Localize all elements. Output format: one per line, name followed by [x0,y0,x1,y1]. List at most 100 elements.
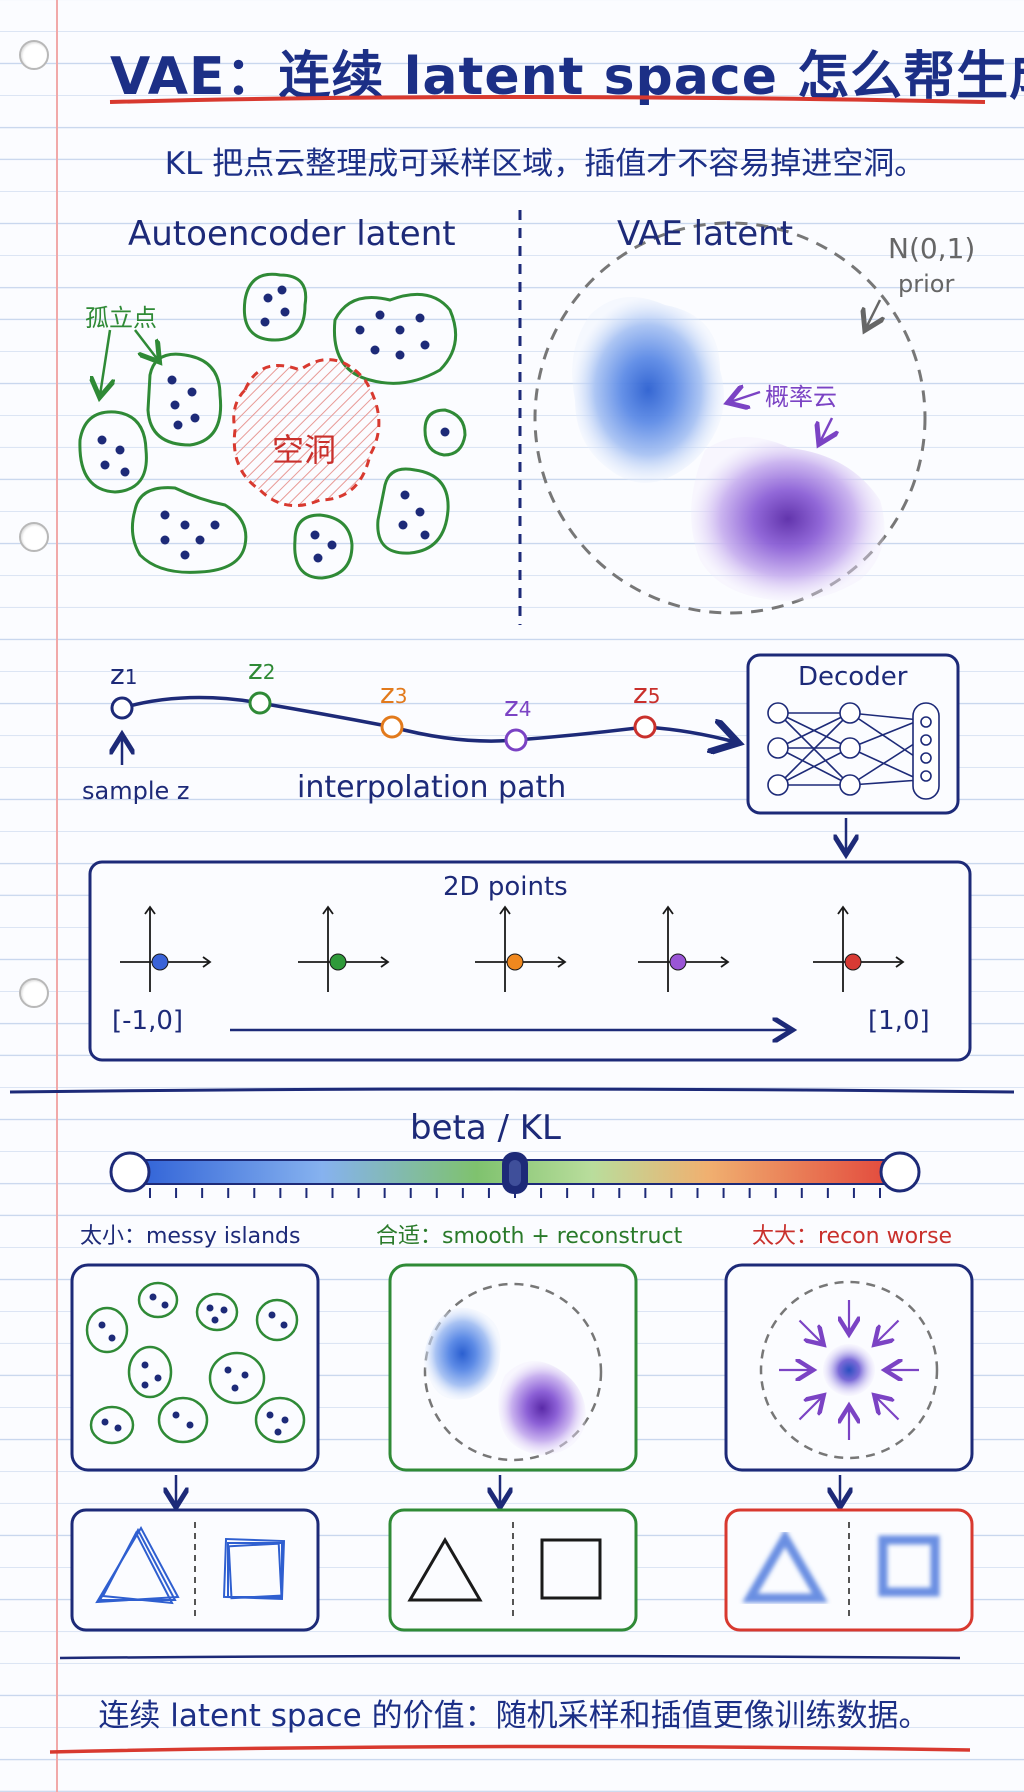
collapse-arrow [798,1397,823,1421]
blue-probability-cloud [572,297,725,483]
clean-square [540,1538,602,1600]
interpolation-point-label: z3 [380,677,407,710]
latent-island [78,410,148,494]
isolated-pointer-arrow [100,329,110,395]
interpolation-point-label: z1 [110,658,137,691]
collapse-arrow [798,1319,823,1344]
beta-slider-min-cap [109,1151,151,1193]
mini-axis-2 [298,905,390,992]
interpolation-point-2 [248,691,272,715]
latent-island [242,272,308,342]
section-rule [9,1087,1015,1094]
beta-case-label-1: 太小：messy islands [80,1224,301,1249]
points-2d-box [88,860,972,1062]
beta-slider-ticks [149,1188,881,1198]
point-letter: z [633,677,648,710]
interpolation-point-label: z2 [248,653,275,686]
points-2d-title: 2D points [443,872,568,902]
sample-point-dot [669,953,687,971]
collapse-arrows [779,1300,919,1440]
sample-z-label: sample z [82,777,190,805]
mini-axis-5 [813,905,905,992]
interpolation-point-4 [504,728,528,752]
cloud-pointer-arrow [820,417,832,442]
point-subscript: 5 [647,684,661,708]
collapsed-cloud [823,1344,875,1396]
prior-label: N(0,1) [888,232,976,265]
prior-sub-label: prior [898,270,955,298]
binder-hole [19,978,49,1008]
prior-circle [533,221,927,615]
blurry-square [878,1535,940,1597]
ae-latent-title: Autoencoder latent [128,214,456,254]
messy-square [222,1537,286,1601]
messy-island-codes [98,1293,289,1436]
latent-island [423,408,467,457]
mini-axis-1 [120,905,212,992]
vae-latent-title: VAE latent [617,214,794,254]
page-subtitle: KL 把点云整理成可采样区域，插值才不容易掉进空洞。 [164,146,926,182]
messy-islands [85,1281,306,1445]
interpolation-point-5 [633,715,657,739]
interpolation-point-1 [110,696,134,720]
decoder-label: Decoder [798,662,908,692]
fit-prior-circle [423,1282,603,1462]
point-letter: z [248,653,263,686]
latent-island [376,467,450,555]
sample-point-dot [506,953,524,971]
binder-hole [19,40,49,70]
sample-point-dot [844,953,862,971]
sample-point-dot [329,953,347,971]
beta-case-label-3: 太大：recon worse [752,1224,953,1249]
latent-island [130,486,248,574]
blurry-triangle [742,1529,828,1603]
beta-slider-knob[interactable] [502,1152,528,1194]
cloud-label: 概率云 [765,383,837,411]
mini-axes-row [120,905,905,992]
purple-probability-cloud [691,436,885,601]
interpolation-point-label: z4 [504,690,531,723]
point-letter: z [110,658,125,691]
notebook-margin-line [56,0,58,1792]
messy-triangle [95,1525,180,1605]
clean-triangle [407,1537,483,1602]
isolated-pointer-arrow [134,329,158,360]
start-point-label: [-1,0] [112,1006,184,1036]
beta-slider-max-cap [879,1151,921,1193]
mini-axis-4 [638,905,730,992]
latent-codes [97,285,450,563]
mini-axis-3 [475,905,567,992]
collapse-arrow [876,1397,900,1421]
latent-island [146,352,223,447]
footer-rule-top [59,1654,961,1660]
point-letter: z [380,677,395,710]
decoder-network [767,702,940,800]
latent-island [293,513,354,580]
interpolation-points [110,691,657,752]
latent-hole-region [232,358,381,508]
point-subscript: 3 [394,684,408,708]
beta-case-label-2: 合适：smooth + reconstruct [376,1224,683,1249]
point-subscript: 4 [518,697,532,721]
fit-purple-cloud [498,1361,586,1455]
title-underline [109,95,986,104]
interpolation-point-label: z5 [633,677,660,710]
footer-underline [49,1744,971,1754]
fit-blue-cloud [424,1307,501,1400]
point-subscript: 1 [124,665,138,689]
point-subscript: 2 [262,660,276,684]
isolated-label: 孤立点 [85,304,157,332]
hole-label: 空洞 [272,431,337,469]
prior-arrow [866,299,880,328]
collapse-arrow [876,1319,900,1344]
point-letter: z [504,690,519,723]
large-prior-circle [759,1280,939,1460]
sample-point-dot [151,953,169,971]
interpolation-point-3 [380,715,404,739]
cloud-pointer-arrow [730,392,761,402]
end-point-label: [1,0] [868,1006,930,1036]
interpolation-path-label: interpolation path [297,770,567,805]
binder-hole [19,522,49,552]
footer-summary: 连续 latent space 的价值：随机采样和插值更像训练数据。 [98,1698,930,1734]
